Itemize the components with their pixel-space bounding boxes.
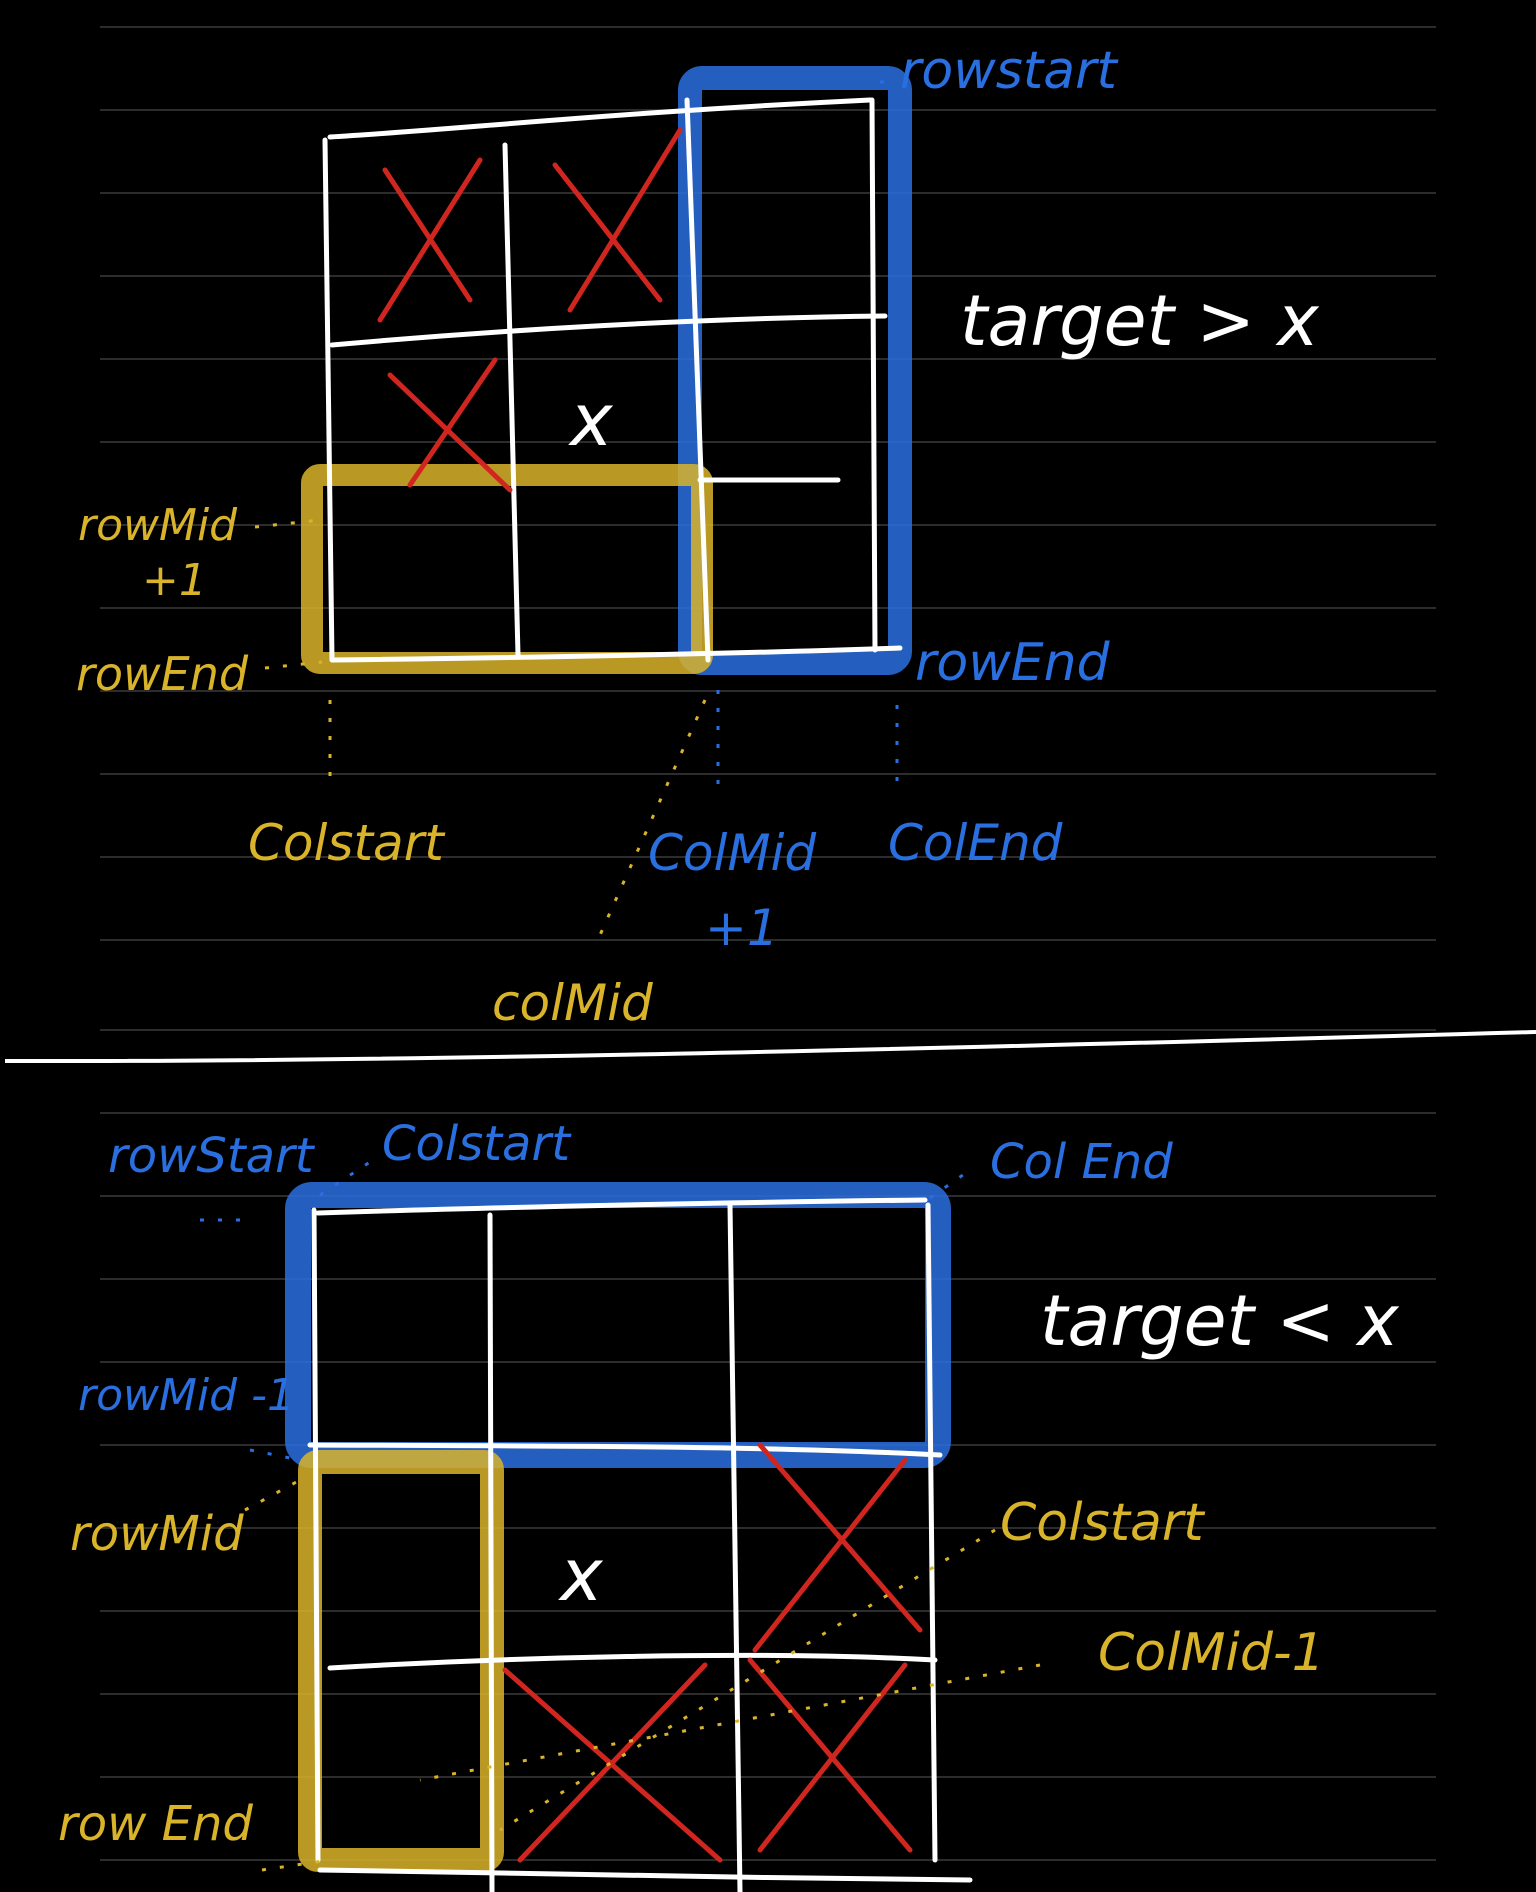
top-label-colstart: Colstart xyxy=(248,814,446,872)
top-label-colend: ColEnd xyxy=(888,814,1063,872)
top-label-colmid: colMid xyxy=(492,974,653,1032)
bottom-cell-x-marker: x xyxy=(558,1533,604,1617)
section-divider xyxy=(4,1030,1536,1064)
top-label-colmid-plus1: ColMid xyxy=(648,824,816,882)
bottom-label-rowstart: rowStart xyxy=(108,1128,316,1184)
top-grid xyxy=(322,97,903,663)
bottom-blue-highlight xyxy=(285,1182,951,1468)
top-label-rowend-yellow: rowEnd xyxy=(76,647,249,701)
top-label-colmid-plus1-suffix: +1 xyxy=(705,899,779,957)
top-label-rowmid: rowMid xyxy=(78,500,238,551)
bottom-label-colstart-blue: Colstart xyxy=(382,1116,572,1172)
top-label-rowstart: rowstart xyxy=(900,41,1118,101)
top-label-rowmid-plus1: +1 xyxy=(142,555,207,606)
bottom-label-rowend: row End xyxy=(58,1796,253,1852)
top-dotted-guides xyxy=(254,80,899,936)
top-label-rowend-blue: rowEnd xyxy=(915,633,1111,693)
bottom-label-colstart-yellow: Colstart xyxy=(1000,1493,1205,1553)
bottom-dotted-guides xyxy=(200,1160,1041,1872)
top-blue-highlight xyxy=(678,66,912,675)
top-yellow-highlight xyxy=(301,464,713,674)
bottom-label-rowmid: rowMid xyxy=(70,1506,244,1562)
bottom-condition: target < x xyxy=(1040,1280,1399,1362)
bottom-label-colend: Col End xyxy=(990,1134,1173,1190)
bottom-red-x-marks xyxy=(502,1442,923,1863)
top-condition: target > x xyxy=(960,280,1319,362)
bottom-label-rowmid-minus1: rowMid -1 xyxy=(78,1370,295,1421)
top-red-x-marks xyxy=(377,127,683,493)
bottom-grid xyxy=(307,1197,973,1892)
top-cell-x-marker: x xyxy=(568,378,614,462)
bottom-label-colmid-minus1: ColMid-1 xyxy=(1098,1623,1325,1683)
